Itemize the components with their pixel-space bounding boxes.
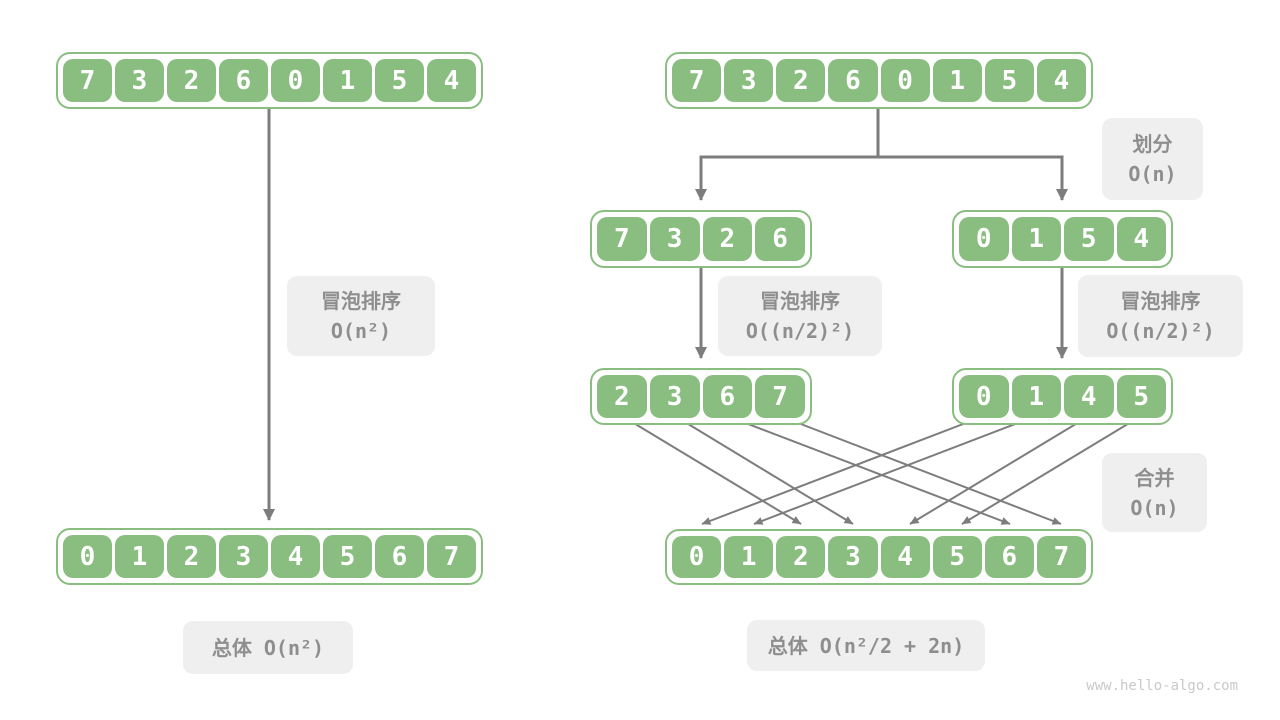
array-cell: 1 [323, 59, 372, 102]
array-cell: 6 [702, 375, 753, 418]
array-cell: 3 [649, 217, 700, 261]
array-cell: 4 [1116, 217, 1166, 261]
label-total-left-complexity: O(n²) [263, 635, 325, 660]
array-cell: 4 [427, 59, 476, 102]
label-bubble-sort-left-complexity: O(n²) [330, 319, 392, 343]
array-cell: 5 [375, 59, 424, 102]
array-cell: 3 [219, 535, 268, 578]
array-cell: 6 [755, 217, 805, 261]
array-cell: 6 [375, 535, 424, 578]
array-cell: 7 [755, 375, 805, 418]
label-bubble-sort-half-left-text: 冒泡排序 [760, 289, 840, 313]
array-cell: 5 [1064, 217, 1114, 261]
arrow-partition-split [695, 108, 1068, 201]
array-cell: 0 [271, 59, 320, 102]
label-bubble-sort-left: 冒泡排序 O(n²) [287, 276, 435, 356]
array-cell: 1 [932, 59, 982, 102]
array-cell: 2 [167, 535, 216, 578]
label-partition: 划分 O(n) [1102, 118, 1203, 200]
label-bubble-sort-half-left-complexity: O((n/2)²) [745, 319, 855, 343]
label-total-right: 总体 O(n²/2 + 2n) [747, 620, 985, 671]
array-cell: 7 [63, 59, 112, 102]
label-partition-text: 划分 [1132, 132, 1173, 156]
array-cell: 5 [323, 535, 372, 578]
array-cell: 0 [959, 217, 1009, 261]
array-cell: 3 [115, 59, 164, 102]
array-cell: 1 [115, 535, 164, 578]
array-cell: 6 [828, 59, 878, 102]
array-cell: 1 [1011, 375, 1061, 418]
array-cell: 4 [880, 536, 930, 578]
array-cell: 7 [1036, 536, 1086, 578]
label-bubble-sort-half-left: 冒泡排序 O((n/2)²) [718, 276, 882, 356]
array-cell: 2 [776, 536, 826, 578]
label-partition-complexity: O(n) [1128, 162, 1177, 186]
array-cell: 2 [702, 217, 753, 261]
label-merge: 合并 O(n) [1102, 453, 1207, 532]
array-cell: 4 [1036, 59, 1086, 102]
array-cell: 5 [1116, 375, 1166, 418]
array-cell: 7 [672, 59, 722, 102]
array-cell: 3 [828, 536, 878, 578]
label-merge-complexity: O(n) [1130, 495, 1179, 520]
array-cell: 5 [932, 536, 982, 578]
array-cell: 0 [63, 535, 112, 578]
array-cell: 1 [1011, 217, 1061, 261]
label-bubble-sort-half-right-complexity: O((n/2)²) [1106, 319, 1215, 343]
array-cell: 4 [271, 535, 320, 578]
label-bubble-sort-half-right-text: 冒泡排序 [1120, 289, 1201, 313]
label-bubble-sort-half-right: 冒泡排序 O((n/2)²) [1078, 275, 1243, 357]
label-merge-text: 合并 [1134, 465, 1175, 490]
array-cell: 3 [724, 59, 774, 102]
array-cell: 7 [427, 535, 476, 578]
array-cell: 0 [959, 375, 1009, 418]
array-cell: 4 [1064, 375, 1114, 418]
label-bubble-sort-left-text: 冒泡排序 [321, 289, 401, 313]
label-total-right-text: 总体 [767, 633, 808, 658]
array-cell: 0 [880, 59, 930, 102]
array-cell: 2 [776, 59, 826, 102]
watermark: www.hello-algo.com [1086, 678, 1238, 694]
arrows-merge [621, 415, 1142, 525]
label-total-left-text: 总体 [211, 635, 252, 660]
array-cell: 7 [597, 217, 647, 261]
array-cell: 0 [672, 536, 722, 578]
array-cell: 2 [167, 59, 216, 102]
array-cell: 6 [219, 59, 268, 102]
label-total-right-complexity: O(n²/2 + 2n) [819, 633, 965, 658]
array-cell: 3 [649, 375, 700, 418]
array-cell: 1 [724, 536, 774, 578]
array-cell: 2 [597, 375, 647, 418]
array-cell: 6 [984, 536, 1034, 578]
array-cell: 5 [984, 59, 1034, 102]
label-total-left: 总体 O(n²) [183, 621, 353, 674]
